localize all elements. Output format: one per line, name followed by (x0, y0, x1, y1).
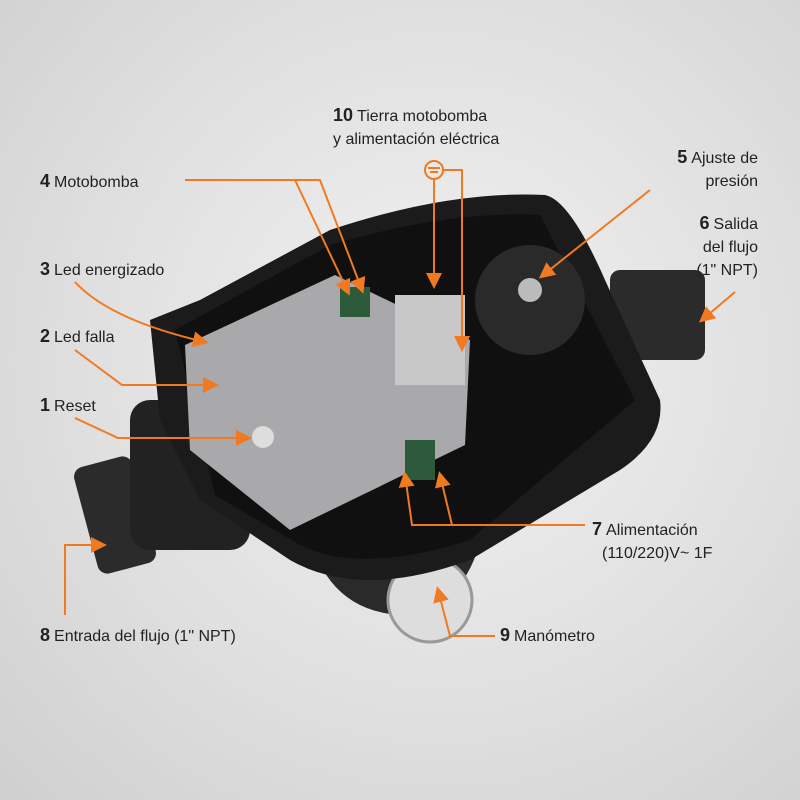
label-number: 1 (40, 395, 51, 415)
motor-connector (340, 287, 370, 317)
label-number: 9 (500, 625, 511, 645)
reset-button (252, 426, 274, 448)
label-text: y alimentación eléctrica (333, 131, 500, 148)
label-text: Entrada del flujo (1" NPT) (54, 628, 236, 645)
label-text: Led energizado (54, 262, 165, 279)
label-text: Ajuste de (691, 150, 758, 167)
outlet-thread (610, 270, 705, 360)
label-number: 3 (40, 259, 51, 279)
label-number: 6 (699, 213, 710, 233)
label-text: (1" NPT) (696, 262, 758, 279)
label-text: Alimentación (606, 522, 698, 539)
ground-symbol-icon (424, 160, 444, 180)
ground-terminals (395, 295, 465, 385)
label-text: del flujo (702, 239, 758, 256)
label-text: Salida (713, 216, 758, 233)
label-number: 10 (333, 105, 354, 125)
power-connector (405, 440, 435, 480)
label-text: Motobomba (54, 174, 139, 191)
label-text: Reset (54, 398, 96, 415)
leader-lines (64, 160, 736, 637)
label-text: presión (705, 173, 758, 190)
label-number: 7 (592, 519, 603, 539)
label-text: Manómetro (514, 628, 595, 645)
device-body (74, 194, 705, 644)
label-text: Tierra motobomba (357, 108, 488, 125)
label-number: 8 (40, 625, 51, 645)
label-text: Led falla (54, 329, 115, 346)
label-number: 4 (40, 171, 51, 191)
label-number: 2 (40, 326, 51, 346)
label-number: 5 (677, 147, 688, 167)
label-text: (110/220)V~ 1F (602, 545, 713, 562)
